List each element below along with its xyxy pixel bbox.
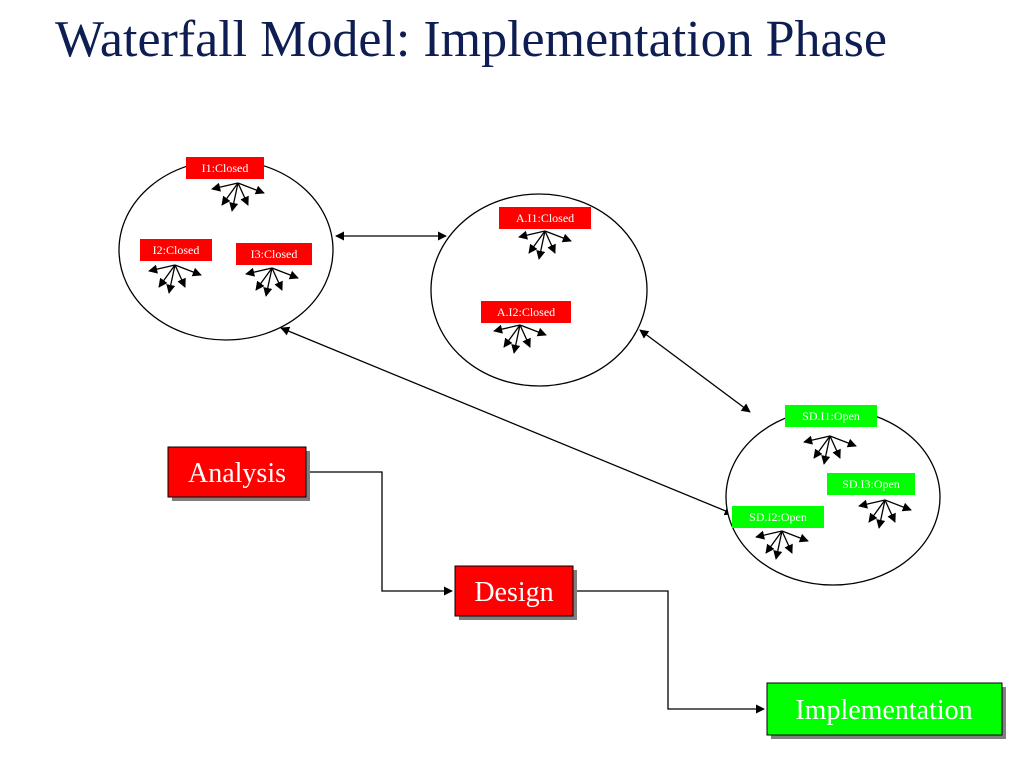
- issue-tag: A.I2:Closed: [481, 301, 571, 323]
- issue-tag: A.I1:Closed: [499, 207, 591, 229]
- issue-tag-box: [732, 506, 824, 528]
- issue-tag-label: I2:Closed: [153, 243, 200, 257]
- cluster-circle: [725, 408, 941, 586]
- dependency-arrows-icon: [148, 264, 202, 294]
- phase-box: [454, 565, 574, 617]
- issue-tag-box: [827, 473, 915, 495]
- dependency-arrows-icon: [803, 435, 857, 465]
- dependency-arrow: [519, 324, 547, 337]
- dependency-arrow: [544, 230, 572, 243]
- dependency-arrows-icon: [755, 530, 809, 560]
- phase-label: Design: [474, 577, 553, 608]
- dependency-arrow: [813, 435, 831, 459]
- issue-tag-box: [140, 239, 212, 261]
- dependency-arrow: [858, 499, 886, 509]
- phase-box: [167, 446, 307, 498]
- flow-design-to-implementation: [576, 590, 765, 714]
- issue-tag-label: SD.I3:Open: [842, 477, 900, 491]
- phase-design: Design: [454, 565, 577, 620]
- dependency-arrow: [536, 230, 546, 260]
- issue-tag: I3:Closed: [236, 243, 312, 265]
- dependency-arrow: [166, 264, 176, 294]
- dependency-arrows-icon: [518, 230, 572, 260]
- phase-box: [766, 682, 1003, 736]
- dependency-arrow: [263, 267, 273, 297]
- link-implementation-design: [280, 326, 734, 516]
- issue-tag-box: [785, 405, 877, 427]
- dependency-arrow: [821, 435, 831, 465]
- dependency-arrow: [211, 182, 239, 192]
- dependency-arrow: [829, 435, 841, 459]
- dependency-arrow: [271, 267, 283, 291]
- dependency-arrow: [148, 264, 176, 274]
- dependency-arrow: [773, 530, 783, 560]
- dependency-arrows-icon: [245, 267, 299, 297]
- dependency-arrow: [884, 499, 912, 512]
- dependency-arrow: [528, 230, 546, 254]
- dependency-arrow: [884, 499, 896, 523]
- dependency-arrow: [829, 435, 857, 448]
- issue-tag-box: [481, 301, 571, 323]
- cluster-links: [280, 231, 751, 516]
- dependency-arrow: [544, 230, 556, 254]
- dependency-arrow: [237, 182, 249, 206]
- dependency-arrows-icon: [493, 324, 547, 354]
- dependency-arrow: [765, 530, 783, 554]
- issue-tag-label: SD.I2:Open: [749, 510, 807, 524]
- dependency-arrow: [868, 499, 886, 523]
- flow-analysis-to-design: [310, 471, 453, 596]
- dependency-arrow: [237, 182, 265, 195]
- slide-title: Waterfall Model: Implementation Phase: [55, 11, 887, 68]
- issue-tag: I1:Closed: [186, 157, 264, 179]
- issue-tag-label: I3:Closed: [251, 247, 298, 261]
- dependency-arrow: [503, 324, 521, 348]
- issue-tag: SD.I3:Open: [827, 473, 915, 495]
- phase-implementation: Implementation: [766, 682, 1006, 739]
- issue-tag-box: [236, 243, 312, 265]
- dependency-arrow: [511, 324, 521, 354]
- dependency-arrows-icon: [858, 499, 912, 529]
- issue-tag-box: [186, 157, 264, 179]
- dependency-arrow: [803, 435, 831, 445]
- dependency-arrow: [755, 530, 783, 540]
- phase-label: Implementation: [795, 695, 972, 726]
- dependency-arrows-icon: [211, 182, 265, 212]
- issue-tag-label: A.I2:Closed: [497, 305, 555, 319]
- dependency-arrow: [781, 530, 793, 554]
- issue-tag: SD.I2:Open: [732, 506, 824, 528]
- issue-tag-box: [499, 207, 591, 229]
- issue-tag: SD.I1:Open: [785, 405, 877, 427]
- dependency-arrow: [174, 264, 186, 288]
- dependency-arrow: [518, 230, 546, 240]
- phase-analysis: Analysis: [167, 446, 310, 501]
- dependency-arrow: [255, 267, 273, 291]
- dependency-arrow: [158, 264, 176, 288]
- issue-tag: I2:Closed: [140, 239, 212, 261]
- dependency-arrow: [781, 530, 809, 543]
- dependency-arrow: [271, 267, 299, 280]
- dependency-arrow: [245, 267, 273, 277]
- dependency-arrow: [493, 324, 521, 334]
- dependency-arrow: [221, 182, 239, 206]
- dependency-arrow: [229, 182, 239, 212]
- cluster-circle: [430, 193, 648, 387]
- issue-tag-label: SD.I1:Open: [802, 409, 860, 423]
- issue-tag-label: A.I1:Closed: [516, 211, 574, 225]
- issue-tag-label: I1:Closed: [202, 161, 249, 175]
- link-analysis-design: [639, 329, 751, 413]
- phase-label: Analysis: [188, 458, 286, 489]
- dependency-arrow: [519, 324, 531, 348]
- dependency-arrow: [876, 499, 886, 529]
- dependency-arrow: [174, 264, 202, 277]
